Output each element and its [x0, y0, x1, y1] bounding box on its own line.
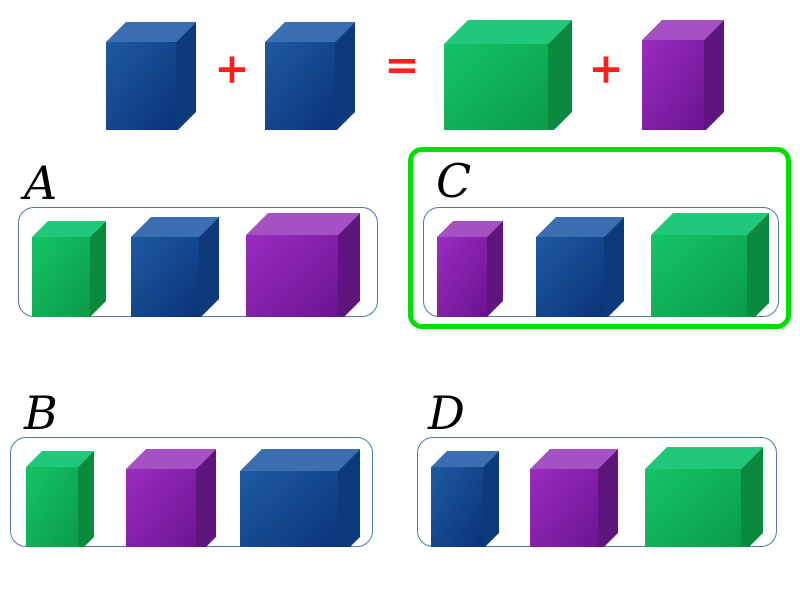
block-top	[437, 221, 503, 237]
block-front	[106, 42, 176, 130]
block-side	[747, 213, 769, 317]
block-top	[651, 213, 769, 235]
option-c-blocks	[437, 213, 769, 317]
green-block	[651, 213, 769, 317]
block-front	[530, 469, 598, 547]
block-front	[536, 237, 604, 317]
block-top	[131, 217, 219, 237]
block-top	[536, 217, 624, 237]
block-front	[240, 471, 338, 547]
block-side	[741, 447, 763, 547]
block-side	[704, 20, 724, 130]
equals-sign: =	[384, 40, 420, 89]
green-block	[32, 221, 106, 317]
purple-block	[437, 221, 503, 317]
block-front	[126, 469, 196, 547]
block-top	[26, 451, 94, 467]
green-block	[645, 447, 763, 547]
block-top	[431, 451, 499, 467]
block-side	[483, 451, 499, 547]
block-front	[437, 237, 487, 317]
block-front	[444, 44, 548, 130]
green-block	[26, 451, 94, 547]
blue-block	[265, 22, 355, 130]
block-side	[598, 449, 618, 547]
blue-block	[240, 449, 360, 547]
plus-sign: +	[588, 44, 624, 93]
block-top	[265, 22, 355, 42]
block-side	[487, 221, 503, 317]
block-front	[32, 237, 90, 317]
option-label-a: A	[24, 156, 58, 210]
option-a-blocks	[32, 213, 360, 317]
block-side	[176, 22, 196, 130]
block-top	[246, 213, 360, 235]
block-side	[604, 217, 624, 317]
option-b-blocks	[26, 449, 360, 547]
blue-block	[131, 217, 219, 317]
green-block	[444, 20, 572, 130]
option-label-b: B	[24, 386, 58, 440]
block-front	[246, 235, 338, 317]
block-side	[90, 221, 106, 317]
block-top	[106, 22, 196, 42]
option-label-c: C	[436, 154, 472, 208]
block-side	[199, 217, 219, 317]
option-label-d: D	[428, 386, 465, 440]
plus-sign: +	[214, 44, 250, 93]
blue-block	[431, 451, 499, 547]
option-d-blocks	[431, 447, 763, 547]
block-front	[645, 469, 741, 547]
purple-block	[642, 20, 724, 130]
blue-block	[106, 22, 196, 130]
block-front	[131, 237, 199, 317]
block-top	[126, 449, 216, 469]
block-front	[265, 42, 335, 130]
block-top	[32, 221, 106, 237]
purple-block	[530, 449, 618, 547]
block-top	[240, 449, 360, 471]
block-front	[651, 235, 747, 317]
block-top	[645, 447, 763, 469]
block-front	[642, 40, 704, 130]
purple-block	[126, 449, 216, 547]
block-side	[338, 213, 360, 317]
block-side	[548, 20, 572, 130]
blue-block	[536, 217, 624, 317]
block-front	[431, 467, 483, 547]
block-top	[444, 20, 572, 44]
block-side	[338, 449, 360, 547]
block-side	[78, 451, 94, 547]
block-side	[335, 22, 355, 130]
block-top	[530, 449, 618, 469]
block-front	[26, 467, 78, 547]
purple-block	[246, 213, 360, 317]
block-side	[196, 449, 216, 547]
selected-highlight	[408, 147, 791, 329]
equation-row	[106, 20, 724, 130]
block-top	[642, 20, 724, 40]
